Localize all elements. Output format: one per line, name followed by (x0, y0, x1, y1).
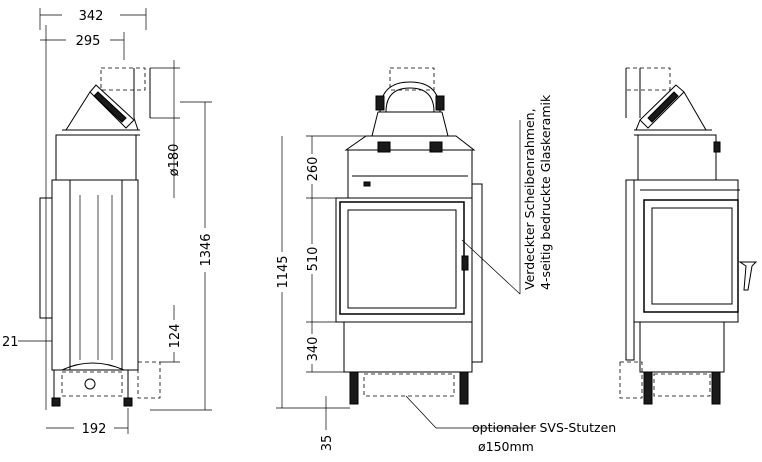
dim-260: 260 (306, 157, 321, 182)
right-side-view (619, 67, 758, 405)
frame-note-line1: Verdeckter Scheibenrahmen, (522, 108, 537, 290)
dim-35: 35 (320, 435, 335, 452)
dim-295: 295 (76, 34, 101, 49)
dim-192: 192 (82, 422, 107, 437)
dim-124: 124 (168, 324, 183, 349)
dim-1145: 1145 (276, 255, 291, 288)
dim-21: 21 (2, 335, 19, 350)
frame-note-line2: 4-seitig bedruckte Glaskeramik (538, 94, 553, 290)
front-view: 260 510 340 1145 35 Verdeckter Scheibenr… (274, 67, 616, 454)
svs-note-line2: ø150mm (478, 439, 534, 454)
dim-342: 342 (79, 9, 104, 24)
dim-1346: 1346 (199, 233, 214, 266)
side-view: 342 295 ø180 (2, 6, 216, 437)
dim-180: ø180 (167, 144, 182, 177)
dim-340: 340 (306, 337, 321, 362)
dim-510: 510 (306, 247, 321, 272)
svs-note-line1: optionaler SVS-Stutzen (472, 420, 616, 435)
